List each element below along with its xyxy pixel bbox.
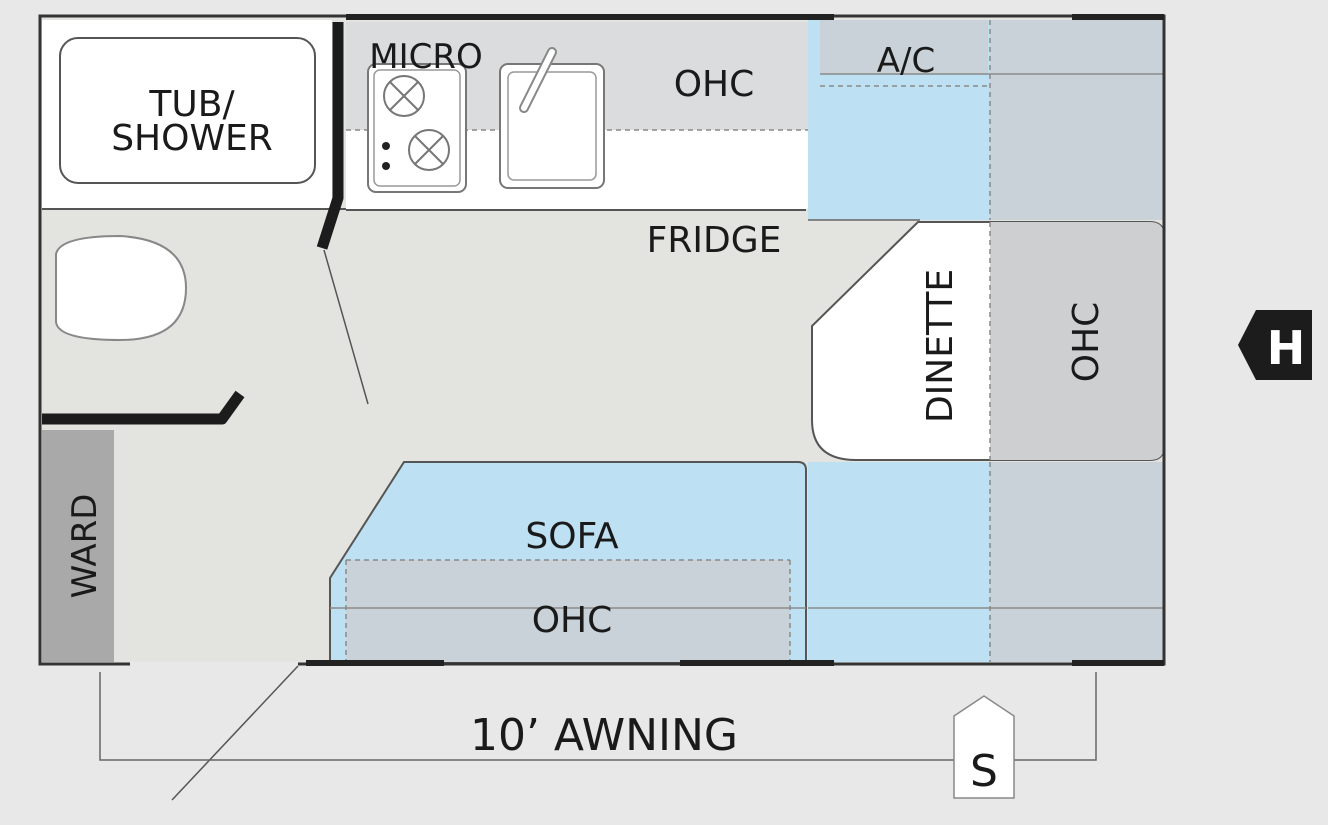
front-gray-upper [990,20,1164,220]
burner-front [408,129,450,171]
kitchen-ohc-label: OHC [674,64,755,105]
sewer-marker [953,695,1015,799]
sink-basin [507,71,597,181]
sink [499,63,605,189]
stove-knob-2 [382,162,390,170]
sink-faucet-inner [521,49,555,111]
front-ohc-label: OHC [1066,302,1107,383]
awning-label: 10’ AWNING [470,710,738,761]
tub-shower-label-line2: SHOWER [111,118,273,159]
ac-label: A/C [877,41,935,81]
toilet [55,234,188,342]
bath-wall-vertical [316,22,344,250]
sofa-label: SOFA [525,516,619,557]
sofa-ohc [346,560,790,662]
sewer-marker-letter: S [970,746,998,797]
window-marks [306,14,1164,666]
burner-back [383,75,425,117]
micro-label: MICRO [369,37,483,77]
dinette-ohc [990,222,1164,460]
hitch-marker-letter: H [1267,321,1306,375]
tub-shower [59,37,316,184]
entry-door-swing [171,665,299,801]
front-gray-lower [990,462,1164,662]
ward-label: WARD [65,494,105,599]
stove-knob-1 [382,142,390,150]
sofa-ohc-label: OHC [532,600,613,641]
wardrobe [42,430,114,662]
bath-wall-horizontal [42,390,245,425]
awning-dimension-line [99,672,1097,761]
bath-door-swing [323,249,369,405]
tub-shower-label-line1: TUB/ [148,84,235,125]
hitch-marker [1238,310,1312,380]
stove-inner [373,69,461,187]
fridge-label: FRIDGE [647,220,782,261]
ac-block [820,20,988,74]
stove [367,63,467,193]
dinette-label: DINETTE [920,269,961,423]
